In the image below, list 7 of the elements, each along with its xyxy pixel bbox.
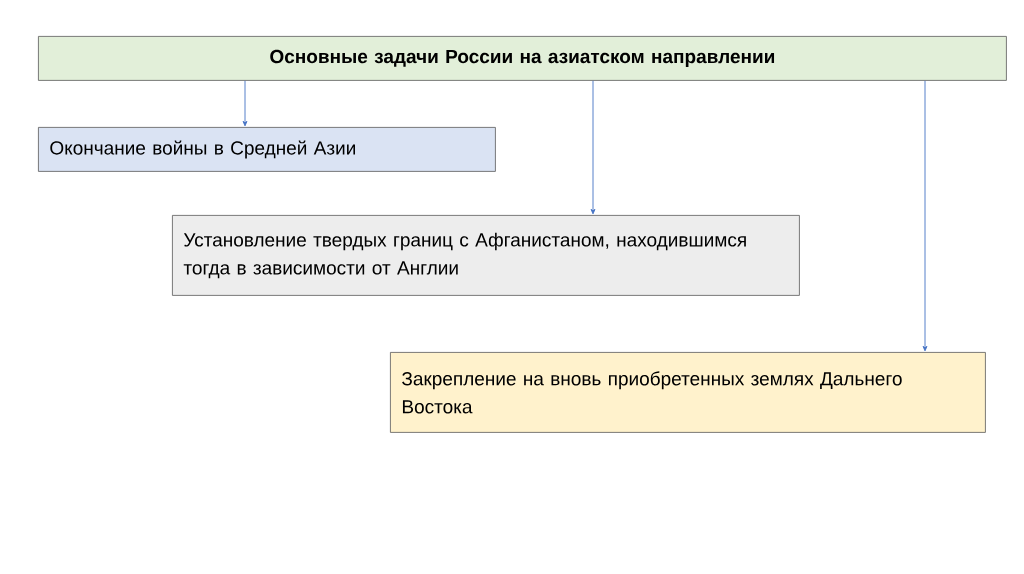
task-box: Окончание войны в Средней Азии xyxy=(38,127,496,172)
task-box: Установление твердых границ с Афганистаном, находившимся тогда в зависимости от Англии xyxy=(172,215,800,296)
task-box: Закрепление на вновь приобретенных землях Дальнего Востока xyxy=(390,352,986,433)
arrow xyxy=(242,80,248,127)
arrow xyxy=(922,80,928,352)
arrow xyxy=(590,80,596,215)
title-box: Основные задачи России на азиатском направлении xyxy=(38,36,1007,81)
